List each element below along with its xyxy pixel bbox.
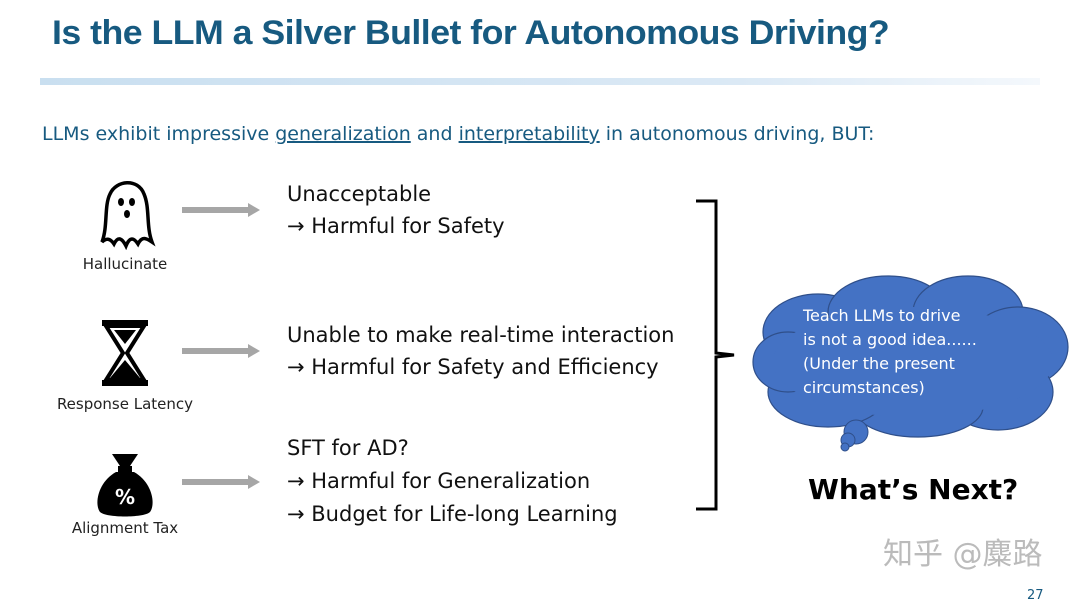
cloud-line: (Under the present <box>803 354 955 373</box>
money-bag-icon: % <box>97 454 153 517</box>
right-brace-icon <box>696 199 735 511</box>
text-line: Unable to make real-time interaction <box>287 323 675 347</box>
hourglass-icon <box>102 320 148 386</box>
text-line: Unacceptable <box>287 182 432 206</box>
ghost-icon <box>100 181 156 250</box>
subtitle: LLMs exhibit impressive generalization a… <box>42 123 874 145</box>
slide-title: Is the LLM a Silver Bullet for Autonomou… <box>52 14 890 52</box>
subtitle-interpretability: interpretability <box>458 123 600 145</box>
watermark: 知乎 @麋路 <box>883 537 1043 572</box>
svg-text:%: % <box>115 485 135 509</box>
subtitle-text: LLMs exhibit impressive <box>42 123 276 145</box>
text-line: → Harmful for Generalization <box>287 469 591 493</box>
whats-next-heading: What’s Next? <box>808 473 1019 506</box>
text-line: → Harmful for Safety and Efficiency <box>287 355 659 379</box>
arrow-icon <box>182 344 260 358</box>
alignment-tax-label: Alignment Tax <box>71 519 179 537</box>
response-latency-label: Response Latency <box>56 395 194 413</box>
arrow-icon <box>182 203 260 217</box>
subtitle-text: and <box>410 123 459 145</box>
cloud-text: Teach LLMs to drive is not a good idea...… <box>803 304 977 400</box>
subtitle-text: in autonomous driving, BUT: <box>599 123 875 145</box>
page-number: 27 <box>1027 588 1044 603</box>
cloud-line: is not a good idea...... <box>803 330 977 349</box>
row-1-text: Unacceptable → Harmful for Safety <box>287 178 505 242</box>
cloud-line: circumstances) <box>803 378 925 397</box>
cloud-line: Teach LLMs to drive <box>803 306 961 325</box>
row-2-text: Unable to make real-time interaction → Ha… <box>287 319 674 383</box>
text-line: SFT for AD? <box>287 436 409 460</box>
hallucinate-label: Hallucinate <box>82 255 168 273</box>
thought-cloud <box>752 275 1069 452</box>
title-divider <box>40 78 1040 85</box>
subtitle-generalization: generalization <box>275 123 411 145</box>
text-line: → Budget for Life-long Learning <box>287 502 618 526</box>
text-line: → Harmful for Safety <box>287 214 505 238</box>
arrow-icon <box>182 475 260 489</box>
row-3-text: SFT for AD? → Harmful for Generalization →… <box>287 432 618 531</box>
